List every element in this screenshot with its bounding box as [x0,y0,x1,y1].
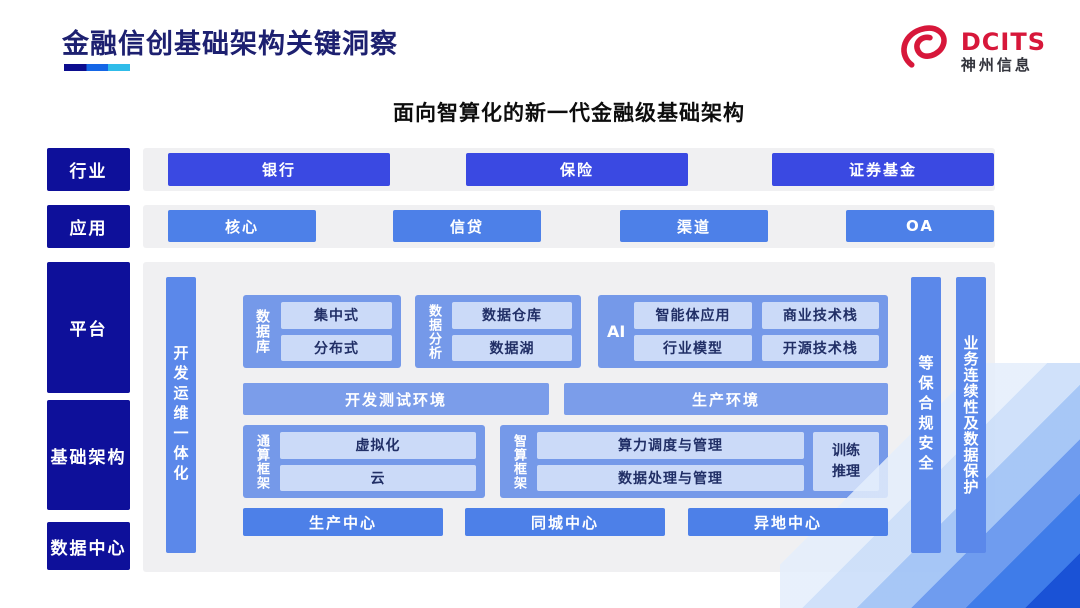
industry-item-insurance: 保险 [466,153,688,186]
devops-vertical-bar-label: 开发运维一体化 [171,345,190,485]
dcits-swirl-icon [895,22,953,80]
database-item-centralized: 集中式 [281,302,392,329]
database-group: 数据库 集中式 分布式 [243,295,401,368]
center-same-city: 同城中心 [465,508,665,536]
layer-label-industry: 行业 [47,148,130,191]
general-compute-item-cloud: 云 [280,464,476,491]
analytics-group: 数据分析 数据仓库 数据湖 [415,295,581,368]
ai-compute-item-data-mgmt: 数据处理与管理 [537,464,804,491]
devops-vertical-bar: 开发运维一体化 [166,277,196,553]
general-compute-group: 通算框架 虚拟化 云 [243,425,485,498]
app-item-channel: 渠道 [620,210,768,242]
ai-item-commercial-stack: 商业技术栈 [761,302,879,329]
center-production: 生产中心 [243,508,443,536]
continuity-vertical-bar: 业务连续性及数据保护 [956,277,986,553]
ai-item-agent-apps: 智能体应用 [634,302,752,329]
logo-company-text: 神州信息 [960,55,1033,74]
database-item-distributed: 分布式 [281,334,392,361]
general-compute-item-virtualization: 虚拟化 [280,432,476,459]
page-title: 金融信创基础架构关键洞察 [62,29,398,60]
ai-item-industry-models: 行业模型 [634,334,752,361]
title-underline [64,64,130,71]
ai-compute-group-label: 智算框架 [511,433,526,490]
logo-brand-text: DCITS [960,27,1046,56]
industry-item-bank: 银行 [168,153,390,186]
security-vertical-bar: 等保合规安全 [911,277,941,553]
ai-item-opensource-stack: 开源技术栈 [761,334,879,361]
continuity-vertical-bar-label: 业务连续性及数据保护 [961,335,980,495]
layer-label-infrastructure: 基础架构 [47,400,130,510]
ai-compute-item-scheduling: 算力调度与管理 [537,432,804,459]
app-item-oa: OA [846,210,994,242]
company-logo: DCITS 神州信息 [895,22,1046,80]
ai-group-label: AI [607,322,626,341]
layer-label-datacenter: 数据中心 [47,522,130,570]
database-group-label: 数据库 [254,309,270,354]
center-remote: 异地中心 [688,508,888,536]
analytics-item-warehouse: 数据仓库 [452,302,572,329]
industry-item-securities: 证券基金 [772,153,994,186]
analytics-item-lake: 数据湖 [452,334,572,361]
ai-group: AI 智能体应用 商业技术栈 行业模型 开源技术栈 [598,295,888,368]
security-vertical-bar-label: 等保合规安全 [916,355,935,475]
general-compute-group-label: 通算框架 [254,433,269,490]
diagram-subtitle: 面向智算化的新一代金融级基础架构 [393,101,745,125]
layer-label-application: 应用 [47,205,130,248]
analytics-group-label: 数据分析 [426,303,441,360]
layer-label-platform: 平台 [47,262,130,393]
app-item-credit: 信贷 [393,210,541,242]
dev-test-env-bar: 开发测试环境 [243,383,549,415]
ai-compute-group: 智算框架 算力调度与管理 数据处理与管理 训练 推理 [500,425,888,498]
app-item-core: 核心 [168,210,316,242]
